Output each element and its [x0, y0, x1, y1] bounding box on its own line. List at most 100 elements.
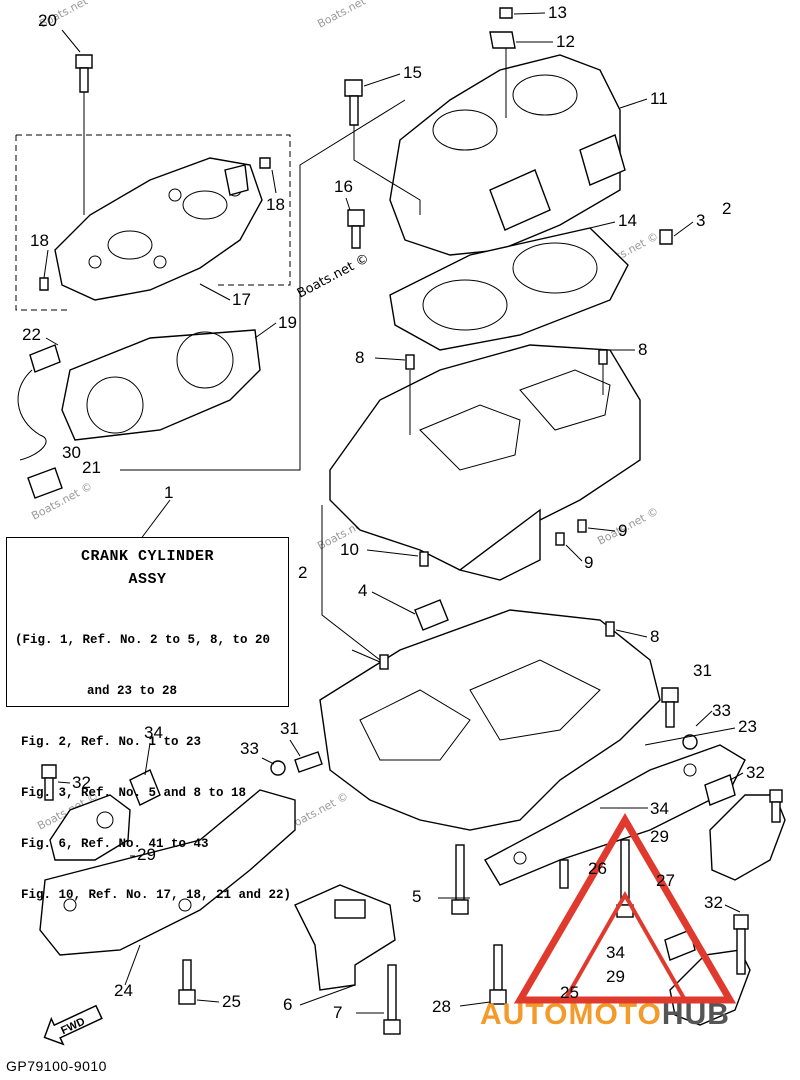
- callout-label: 15: [403, 63, 422, 82]
- callout-label: 34: [144, 723, 163, 742]
- damper-29: [49, 794, 131, 861]
- callout-leaders: [43, 12, 744, 1014]
- bolt-32: [769, 789, 783, 823]
- note-subtitle: ASSY: [128, 571, 167, 588]
- callout-label: 5: [412, 887, 421, 906]
- callout-label: 22: [22, 325, 41, 344]
- hose-fitting-21: [27, 467, 63, 499]
- note-line: Fig. 2, Ref. No. 1 to 23: [21, 735, 202, 749]
- callout-label: 3: [696, 211, 705, 230]
- cylinder-gasket-14: [389, 227, 629, 351]
- watermark: Boats.net ©: [315, 0, 380, 31]
- note-line: and 23 to 28: [87, 684, 178, 698]
- callout-label: 7: [333, 1003, 342, 1022]
- callout-label: 23: [738, 717, 757, 736]
- callout-label: 14: [618, 211, 637, 230]
- callout-label: 6: [283, 995, 292, 1014]
- callout-label: 32: [72, 773, 91, 792]
- callout-label: 18: [30, 231, 49, 250]
- brand-logo: [513, 813, 737, 1004]
- bolt-28: [489, 944, 507, 1005]
- note-line: (Fig. 1, Ref. No. 2 to 5, 8, to 20: [15, 633, 271, 647]
- dowel-pin-9: [577, 519, 587, 533]
- hose-fitting-22: [29, 344, 61, 373]
- cylinder-block: [389, 54, 626, 256]
- callout-labels: 20 13 12 15 11 16 14 3 2 18 18 17 22 19 …: [22, 3, 765, 1022]
- fwd-label: FWD: [59, 1016, 87, 1037]
- callout-label: 32: [746, 763, 765, 782]
- head-gasket-19: [61, 329, 261, 441]
- bolt-20: [75, 54, 93, 93]
- forward-arrow-icon: FWD: [43, 1004, 103, 1046]
- callout-label: 34: [606, 943, 625, 962]
- bolt-31: [661, 687, 679, 728]
- callout-label: 31: [693, 661, 712, 680]
- callout-label: 1: [164, 483, 173, 502]
- watermark: Boats.net ©: [595, 505, 660, 548]
- callout-label: 33: [240, 739, 259, 758]
- callout-label: 29: [606, 967, 625, 986]
- bolt-26: [559, 859, 569, 889]
- head-assembly-dashed-border: [15, 134, 291, 311]
- bracket-34: [664, 929, 696, 961]
- callout-label: 18: [266, 195, 285, 214]
- note-line: Fig. 6, Ref. No. 41 to 43: [21, 837, 209, 851]
- dowel-pin-8: [598, 349, 608, 365]
- callout-label: 21: [82, 458, 101, 477]
- callout-label: 34: [650, 799, 669, 818]
- engine-mount-24: [39, 789, 296, 956]
- damper-29: [669, 949, 751, 1026]
- bolt-15: [344, 79, 363, 126]
- screw-13: [499, 7, 513, 19]
- bolt-3: [659, 229, 673, 245]
- diagram-code: GP79100-9010: [6, 1058, 107, 1074]
- brand-part2: HUB: [661, 998, 730, 1031]
- bolt-5: [451, 844, 469, 915]
- bolt-32: [733, 914, 749, 975]
- callout-label: 19: [278, 313, 297, 332]
- callout-label: 4: [358, 581, 367, 600]
- callout-label: 8: [650, 627, 659, 646]
- engine-mount-23: [484, 744, 746, 886]
- brand-wordmark: AUTOMOTOHUB: [480, 998, 730, 1032]
- callout-label: 32: [704, 893, 723, 912]
- cap-12: [489, 31, 516, 49]
- dowel-pin-8: [605, 621, 615, 637]
- callout-label: 20: [38, 11, 57, 30]
- bracket-34: [129, 769, 161, 806]
- callout-label: 8: [355, 348, 364, 367]
- callout-label: 28: [432, 997, 451, 1016]
- screw-18: [259, 157, 271, 169]
- bracket-34: [704, 774, 736, 806]
- callout-label: 33: [712, 701, 731, 720]
- callout-label: 13: [548, 3, 567, 22]
- crank-cylinder-note-box: CRANK CYLINDER ASSY (Fig. 1, Ref. No. 2 …: [6, 537, 291, 902]
- brand-part1: AUTOMOTO: [480, 998, 662, 1031]
- callout-label: 16: [334, 177, 353, 196]
- screw-18: [39, 277, 49, 291]
- callout-label: 2: [298, 563, 307, 582]
- washer-33: [682, 734, 698, 750]
- callout-label: 11: [650, 89, 668, 108]
- callout-label: 24: [114, 981, 133, 1000]
- bolt-32: [41, 764, 57, 801]
- note-title: CRANK CYLINDER: [80, 548, 215, 565]
- dowel-pin-10: [419, 551, 429, 567]
- callout-label: 8: [638, 340, 647, 359]
- callout-label: 25: [560, 983, 579, 1002]
- crankcase-upper: [329, 344, 641, 581]
- callout-label: 29: [137, 845, 156, 864]
- watermark: Boats.net ©: [295, 251, 372, 301]
- bolt-16: [347, 209, 365, 249]
- callout-label: 9: [584, 553, 593, 572]
- callout-label: 26: [588, 859, 607, 878]
- mount-6: [294, 884, 396, 991]
- callout-label: 29: [650, 827, 669, 846]
- callout-label: 31: [280, 719, 299, 738]
- callout-label: 9: [618, 521, 627, 540]
- dowel-pin-8: [405, 354, 415, 370]
- note-lines: (Fig. 1, Ref. No. 2 to 5, 8, to 20 and 2…: [15, 598, 291, 938]
- bushing-4: [414, 599, 449, 631]
- callout-label: 17: [232, 290, 251, 309]
